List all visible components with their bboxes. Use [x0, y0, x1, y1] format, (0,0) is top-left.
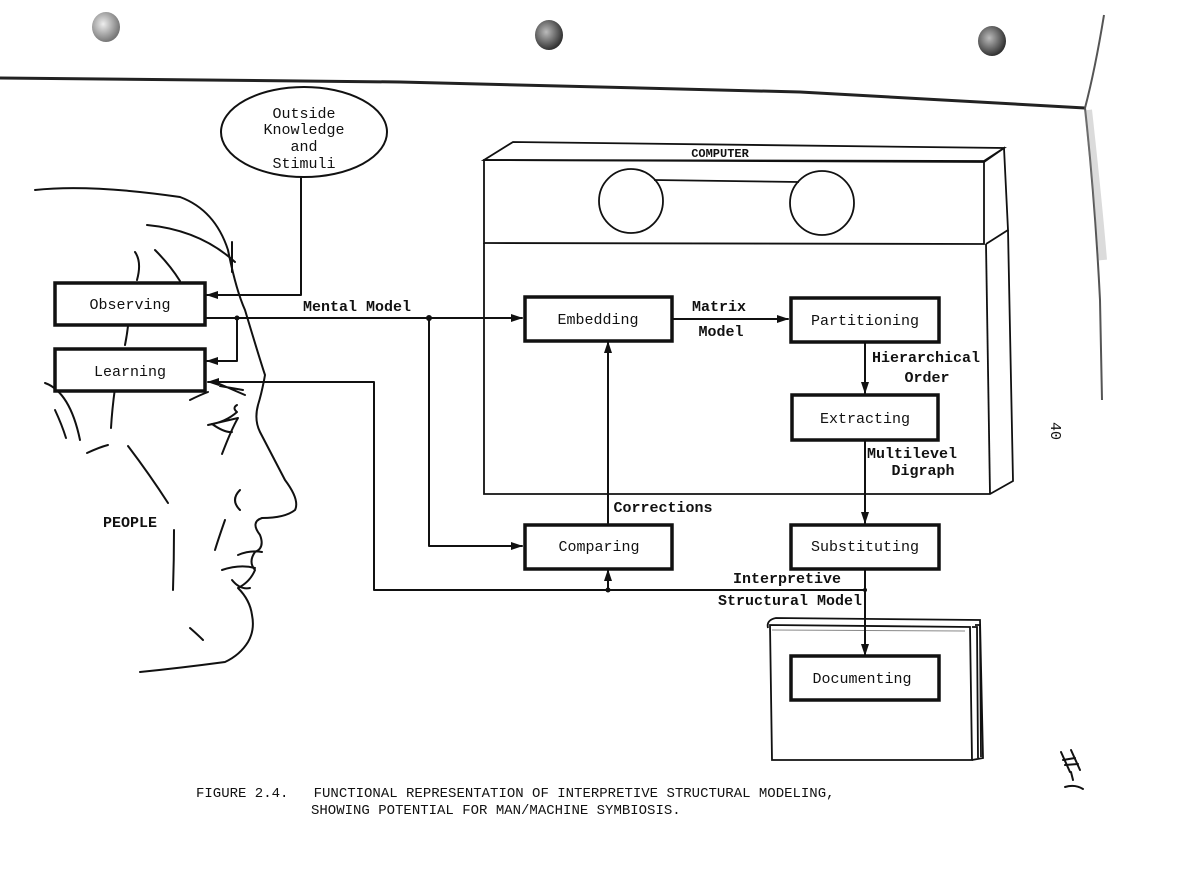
edge-label-matrix-1: Matrix: [692, 299, 746, 316]
handwritten-mark: [1060, 749, 1084, 790]
partitioning-label: Partitioning: [811, 313, 919, 330]
documenting-label: Documenting: [812, 671, 911, 688]
binder-hole-left: [92, 12, 120, 42]
edge-label-matrix-2: Model: [698, 324, 743, 341]
node-extracting: Extracting: [790, 393, 940, 442]
page-number: 40: [1046, 422, 1063, 440]
node-observing: Observing: [53, 281, 207, 327]
node-comparing: Comparing: [523, 523, 674, 571]
node-learning: Learning: [53, 347, 207, 393]
node-embedding: Embedding: [523, 295, 674, 343]
observing-label: Observing: [89, 297, 170, 314]
node-documenting: Documenting: [789, 654, 941, 702]
edge-label-mental-model: Mental Model: [303, 299, 411, 316]
outside-line-2: Knowledge: [263, 122, 344, 139]
computer-enclosure: COMPUTER: [480, 141, 1014, 495]
edge-label-hierarchical-2: Order: [904, 370, 949, 387]
tape-reel-right: [789, 170, 855, 236]
edge-label-multilevel-2: Digraph: [891, 463, 954, 480]
binder-hole-center: [535, 20, 563, 50]
computer-label: COMPUTER: [691, 147, 749, 161]
document-book: [766, 617, 984, 761]
page-right-edge: [1084, 14, 1105, 401]
people-label: PEOPLE: [103, 515, 157, 532]
embedding-label: Embedding: [557, 312, 638, 329]
outside-line-4: Stimuli: [272, 156, 335, 173]
tape-reel-left: [598, 168, 664, 234]
edge-label-multilevel-1: Multilevel: [867, 446, 957, 463]
edge-label-ism-2: Structural Model: [718, 593, 862, 610]
binder-hole-right: [978, 26, 1006, 56]
outside-line-1: Outside: [272, 106, 335, 123]
caption-line-2: SHOWING POTENTIAL FOR MAN/MACHINE SYMBIO…: [311, 803, 681, 819]
page-top-edge: [0, 76, 1086, 110]
edge-label-ism-1: Interpretive: [733, 571, 841, 588]
human-head-sketch: [34, 187, 298, 673]
substituting-label: Substituting: [811, 539, 919, 556]
outside-line-3: and: [290, 139, 317, 156]
edge-label-corrections: Corrections: [613, 500, 712, 517]
comparing-label: Comparing: [558, 539, 639, 556]
outside-knowledge-node: Outside Knowledge and Stimuli: [220, 86, 388, 178]
node-substituting: Substituting: [789, 523, 941, 571]
caption-line-1: FIGURE 2.4. FUNCTIONAL REPRESENTATION OF…: [196, 786, 835, 802]
learning-label: Learning: [94, 364, 166, 381]
connectors: [206, 176, 869, 656]
edge-label-hierarchical-1: Hierarchical: [872, 350, 980, 367]
extracting-label: Extracting: [820, 411, 910, 428]
node-partitioning: Partitioning: [789, 296, 941, 344]
